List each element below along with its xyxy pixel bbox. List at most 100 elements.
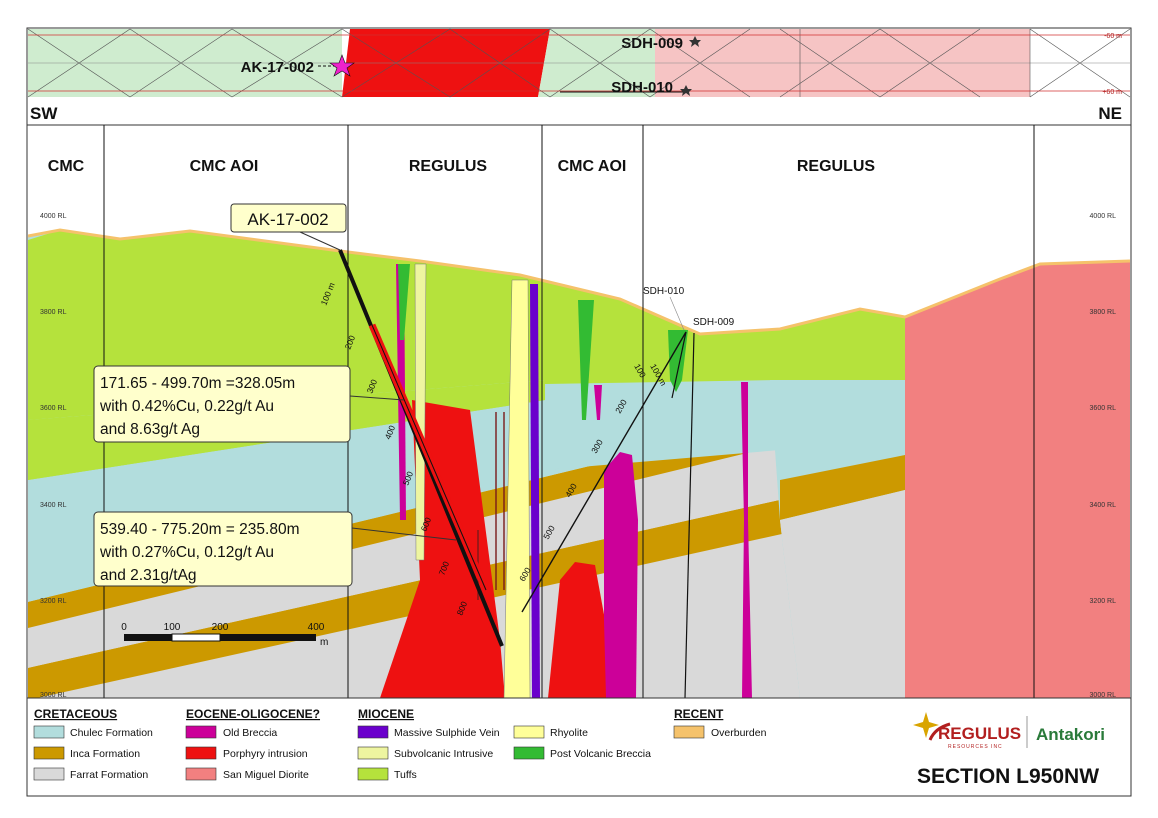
legend-item-san-miguel: San Miguel Diorite xyxy=(223,769,309,781)
legend-item-post-volcanic: Post Volcanic Breccia xyxy=(550,748,651,760)
plan-hole-main-label: AK-17-002 xyxy=(241,59,314,76)
legend-swatch-chulec xyxy=(33,725,65,739)
rl-labels-left: 4000 RL 3800 RL 3600 RL 3400 RL 3200 RL … xyxy=(40,213,67,699)
callout-bottom-leader xyxy=(351,527,457,541)
plan-bottom-tag: +60 m xyxy=(1102,89,1122,96)
legend-swatch-subvolcanic xyxy=(357,746,389,760)
callout-bottom-box xyxy=(93,511,353,587)
sdh-010-leader xyxy=(669,296,685,331)
farrat-east xyxy=(780,490,905,698)
drillhole-sdh-010 xyxy=(521,331,687,613)
old-breccia-dyke-2 xyxy=(741,382,752,698)
company-logo: REGULUS RESOURCES INC Antakori xyxy=(913,712,1105,750)
scale-bar-seg-2 xyxy=(171,633,221,642)
legend-item-subvolcanic: Subvolcanic Intrusive xyxy=(394,748,493,760)
drillhole-sdh-010-short xyxy=(671,331,687,399)
rl-right-3400: 3400 RL xyxy=(1090,502,1117,509)
drillhole-sdh-009 xyxy=(684,332,695,698)
callout-top-line-3: and 8.63g/t Ag xyxy=(100,421,200,438)
legend-item-tuffs: Tuffs xyxy=(394,769,417,781)
drillhole-ak-17-002 xyxy=(338,249,504,647)
callout-top-leader xyxy=(349,395,405,401)
callout-bottom-line-2: with 0.27%Cu, 0.12g/t Au xyxy=(99,544,274,561)
legend-swatch-old-breccia xyxy=(185,725,217,739)
plan-top-tag: -60 m xyxy=(1104,33,1122,40)
callout-bottom-interval: 539.40 - 775.20m = 235.80m with 0.27%Cu,… xyxy=(93,511,457,587)
callout-bottom-line-3: and 2.31g/tAg xyxy=(100,567,197,584)
logo-company: REGULUS xyxy=(938,724,1021,743)
legend-swatch-farrat xyxy=(33,767,65,781)
rl-left-3800: 3800 RL xyxy=(40,309,67,316)
rl-right-4000: 4000 RL xyxy=(1090,213,1117,220)
concession-label-5: REGULUS xyxy=(797,158,876,175)
direction-left: SW xyxy=(30,104,58,123)
plan-hole-a-label: SDH-009 xyxy=(621,35,683,52)
porphyry-east xyxy=(548,562,610,698)
rl-right-3800: 3800 RL xyxy=(1090,309,1117,316)
concession-label-4: CMC AOI xyxy=(558,158,627,175)
scale-tick-100: 100 xyxy=(164,622,181,633)
rl-left-3000: 3000 RL xyxy=(40,692,67,699)
callout-top-line-2: with 0.42%Cu, 0.22g/t Au xyxy=(99,398,274,415)
legend-heading-eocene: EOCENE-OLIGOCENE? xyxy=(186,707,320,721)
callout-hole-main: AK-17-002 xyxy=(230,203,347,251)
callout-top-interval: 171.65 - 499.70m =328.05m with 0.42%Cu, … xyxy=(93,365,405,443)
legend-swatch-rhyolite xyxy=(513,725,545,739)
old-breccia-main xyxy=(604,452,638,698)
legend-item-farrat: Farrat Formation xyxy=(70,769,148,781)
callout-bottom-line-1: 539.40 - 775.20m = 235.80m xyxy=(100,521,300,538)
rl-left-4000: 4000 RL xyxy=(40,213,67,220)
post-volcanic-breccia-1 xyxy=(578,300,594,420)
legend-item-sulphide-vein: Massive Sulphide Vein xyxy=(394,727,500,739)
legend-item-rhyolite: Rhyolite xyxy=(550,727,588,739)
logo-project: Antakori xyxy=(1036,725,1105,744)
scale-tick-400: 400 xyxy=(308,622,325,633)
concession-boundaries xyxy=(103,125,1035,698)
callout-hole-main-text: AK-17-002 xyxy=(247,210,328,229)
plan-star-small-icon xyxy=(689,36,701,47)
scale-bar-seg-1 xyxy=(124,634,172,641)
legend-heading-recent: RECENT xyxy=(674,707,724,721)
plan-strip: -60 m +60 m AK-17-002 SDH-009 SDH-010 xyxy=(27,28,1131,98)
logo-tagline: RESOURCES INC xyxy=(948,744,1003,750)
callout-top-line-1: 171.65 - 499.70m =328.05m xyxy=(100,375,295,392)
section-title: SECTION L950NW xyxy=(917,765,1099,788)
concession-label-1: CMC xyxy=(48,158,85,175)
legend-item-inca: Inca Formation xyxy=(70,748,140,760)
concession-label-3: REGULUS xyxy=(409,158,488,175)
chulec-mid xyxy=(545,380,780,470)
rl-right-3200: 3200 RL xyxy=(1090,598,1117,605)
mineralized-interval-core xyxy=(371,324,487,591)
plan-grid xyxy=(27,28,1131,98)
overburden-line xyxy=(28,228,1130,336)
farrat-between xyxy=(28,445,780,668)
scale-tick-200: 200 xyxy=(212,622,229,633)
legend-swatch-san-miguel xyxy=(185,767,217,781)
legend-heading-miocene: MIOCENE xyxy=(358,707,414,721)
plan-star-small-icon-2 xyxy=(680,85,692,96)
rl-labels-right: 4000 RL 3800 RL 3600 RL 3400 RL 3200 RL … xyxy=(1090,213,1117,699)
legend-item-old-breccia: Old Breccia xyxy=(223,727,277,739)
rl-left-3200: 3200 RL xyxy=(40,598,67,605)
plan-star-icon xyxy=(329,54,355,77)
inca-east xyxy=(780,455,905,520)
callout-hole-main-leader xyxy=(299,231,341,251)
legend-swatch-tuffs xyxy=(357,767,389,781)
scale-tick-0: 0 xyxy=(121,622,127,633)
sdh-010-label: SDH-010 xyxy=(643,286,685,297)
legend-swatch-sulphide-vein xyxy=(357,725,389,739)
legend-swatch-porphyry xyxy=(185,746,217,760)
old-breccia-dyke-1 xyxy=(594,385,602,420)
legend-swatch-inca xyxy=(33,746,65,760)
post-volcanic-breccia-3 xyxy=(398,264,410,340)
plan-hole-b-label: SDH-010 xyxy=(611,79,673,96)
rl-right-3600: 3600 RL xyxy=(1090,405,1117,412)
legend-heading-cretaceous: CRETACEOUS xyxy=(34,707,117,721)
callout-hole-main-box xyxy=(230,203,347,233)
porphyry-regulus xyxy=(380,400,505,698)
legend-item-chulec: Chulec Formation xyxy=(70,727,153,739)
legend-item-porphyry: Porphyry intrusion xyxy=(223,748,308,760)
rl-left-3600: 3600 RL xyxy=(40,405,67,412)
callout-top-box xyxy=(93,365,351,443)
direction-right: NE xyxy=(1098,104,1122,123)
